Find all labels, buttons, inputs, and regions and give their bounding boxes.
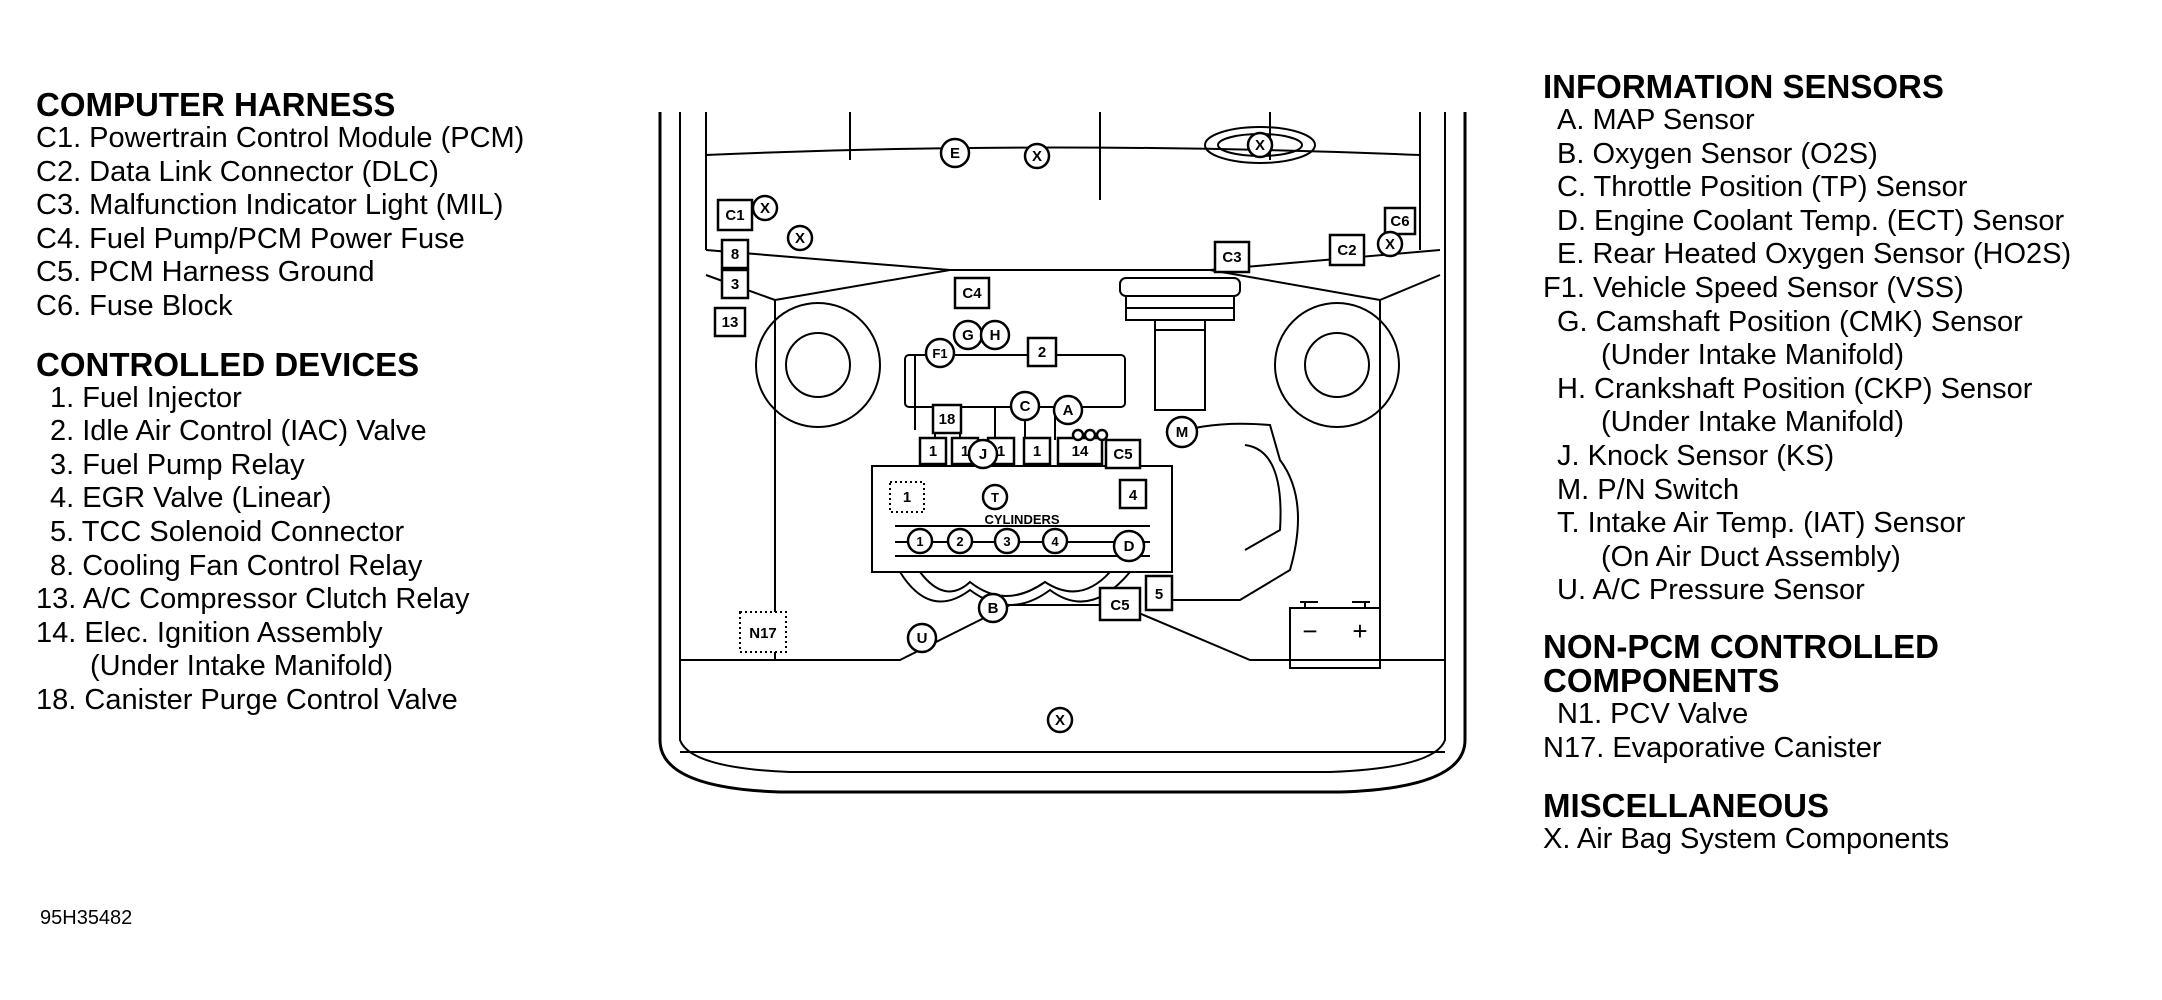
legend-item: 2. Idle Air Control (IAC) Valve xyxy=(50,415,427,448)
label-cyl-4: 4 xyxy=(1051,534,1059,549)
label-injector-1: 1 xyxy=(1033,443,1041,460)
legend-item: G. Camshaft Position (CMK) Sensor xyxy=(1557,305,2023,338)
engine-compartment-diagram: C1 C3 C2 C6 C4 8 3 13 2 18 1 1 1 1 14 C5… xyxy=(658,112,1467,794)
legend-item: 4. EGR Valve (Linear) xyxy=(50,482,332,515)
legend-item: 14. Elec. Ignition Assembly xyxy=(36,616,383,649)
label-injector-1: 1 xyxy=(997,443,1005,460)
legend-item: 5. TCC Solenoid Connector xyxy=(50,515,405,548)
label-cyl-3: 3 xyxy=(1003,534,1010,549)
legend-item: C5. PCM Harness Ground xyxy=(36,256,375,289)
legend-item: C1. Powertrain Control Module (PCM) xyxy=(36,122,525,154)
label-n1: 1 xyxy=(903,489,911,506)
label-ignition-14: 14 xyxy=(1072,443,1089,460)
legend-item: M. P/N Switch xyxy=(1557,473,1740,506)
label-c3: C3 xyxy=(1222,249,1241,266)
label-relay-8: 8 xyxy=(731,246,739,263)
legend-item: (On Air Duct Assembly) xyxy=(1601,540,1901,573)
legend-item: B. Oxygen Sensor (O2S) xyxy=(1557,137,1878,170)
legend-item: F1. Vehicle Speed Sensor (VSS) xyxy=(1543,271,1964,304)
information-sensors-title: INFORMATION SENSORS xyxy=(1543,68,1944,105)
label-c2: C2 xyxy=(1337,242,1356,259)
legend-item: 13. A/C Compressor Clutch Relay xyxy=(36,583,470,616)
battery-plus: + xyxy=(1352,616,1367,646)
label-c5: C5 xyxy=(1113,446,1132,463)
label-x: X xyxy=(1385,236,1395,253)
figure-id: 95H35482 xyxy=(40,907,133,929)
legend-item: T. Intake Air Temp. (IAT) Sensor xyxy=(1557,507,1966,540)
label-relay-3: 3 xyxy=(731,276,739,293)
legend-item: X. Air Bag System Components xyxy=(1543,823,1950,856)
battery-minus: − xyxy=(1302,616,1317,646)
legend-item: N17. Evaporative Canister xyxy=(1543,731,1882,764)
legend-item: 8. Cooling Fan Control Relay xyxy=(50,549,423,582)
miscellaneous-title: MISCELLANEOUS xyxy=(1543,787,1830,825)
label-injector-1: 1 xyxy=(961,443,969,460)
legend-item: C4. Fuel Pump/PCM Power Fuse xyxy=(36,222,465,255)
label-u: U xyxy=(917,630,928,647)
label-c1: C1 xyxy=(725,207,744,224)
legend-item: (Under Intake Manifold) xyxy=(1601,406,1905,439)
label-d: D xyxy=(1124,538,1135,555)
legend-item: C3. Malfunction Indicator Light (MIL) xyxy=(36,189,504,222)
label-purge-18: 18 xyxy=(939,411,956,428)
label-c: C xyxy=(1020,398,1031,415)
legend-item: A. MAP Sensor xyxy=(1557,104,1755,136)
left-legend: COMPUTER HARNESS C1. Powertrain Control … xyxy=(36,88,656,718)
legend-item: J. Knock Sensor (KS) xyxy=(1557,439,1835,472)
label-x: X xyxy=(760,200,770,217)
label-cyl-1: 1 xyxy=(916,534,923,549)
non-pcm-title-1: NON-PCM CONTROLLED xyxy=(1543,627,1939,665)
legend-item: C. Throttle Position (TP) Sensor xyxy=(1557,171,1968,204)
label-tcc-5: 5 xyxy=(1155,586,1163,603)
label-t: T xyxy=(991,490,999,505)
controlled-devices-title: CONTROLLED DEVICES xyxy=(36,345,420,383)
label-injector-1: 1 xyxy=(929,443,937,460)
label-relay-13: 13 xyxy=(722,314,739,331)
label-a: A xyxy=(1063,402,1074,419)
legend-item: U. A/C Pressure Sensor xyxy=(1557,574,1865,607)
label-cylinders: CYLINDERS xyxy=(984,512,1059,527)
label-m: M xyxy=(1176,424,1189,441)
label-x: X xyxy=(1255,137,1265,154)
label-egr-4: 4 xyxy=(1129,487,1138,504)
label-n17: N17 xyxy=(749,625,777,642)
legend-item: 18. Canister Purge Control Valve xyxy=(36,683,458,716)
legend-item: (Under Intake Manifold) xyxy=(1601,339,1905,372)
label-x: X xyxy=(1055,712,1065,729)
label-x: X xyxy=(795,230,805,247)
label-c6: C6 xyxy=(1390,213,1409,230)
legend-item: 3. Fuel Pump Relay xyxy=(50,448,305,481)
legend-item: H. Crankshaft Position (CKP) Sensor xyxy=(1557,372,2033,405)
label-c4: C4 xyxy=(962,285,982,302)
legend-item: N1. PCV Valve xyxy=(1557,697,1749,730)
label-e: E xyxy=(950,145,960,162)
label-j: J xyxy=(979,446,987,463)
legend-item: (Under Intake Manifold) xyxy=(90,650,394,683)
computer-harness-title: COMPUTER HARNESS xyxy=(36,86,396,123)
label-g: G xyxy=(962,327,974,344)
label-h: H xyxy=(990,327,1001,344)
legend-item: E. Rear Heated Oxygen Sensor (HO2S) xyxy=(1557,238,2072,271)
legend-item: C2. Data Link Connector (DLC) xyxy=(36,155,439,188)
label-x: X xyxy=(1032,148,1042,165)
legend-item: D. Engine Coolant Temp. (ECT) Sensor xyxy=(1557,204,2065,237)
non-pcm-title-2: COMPONENTS xyxy=(1543,661,1780,699)
right-legend: INFORMATION SENSORS A. MAP Sensor B. Oxy… xyxy=(1543,70,2153,857)
label-iac-2: 2 xyxy=(1038,344,1046,361)
legend-item: 1. Fuel Injector xyxy=(50,381,242,414)
label-cyl-2: 2 xyxy=(956,534,963,549)
legend-item: C6. Fuse Block xyxy=(36,289,233,322)
label-b: B xyxy=(988,600,999,617)
label-c5: C5 xyxy=(1110,597,1129,614)
label-f1: F1 xyxy=(932,346,947,361)
